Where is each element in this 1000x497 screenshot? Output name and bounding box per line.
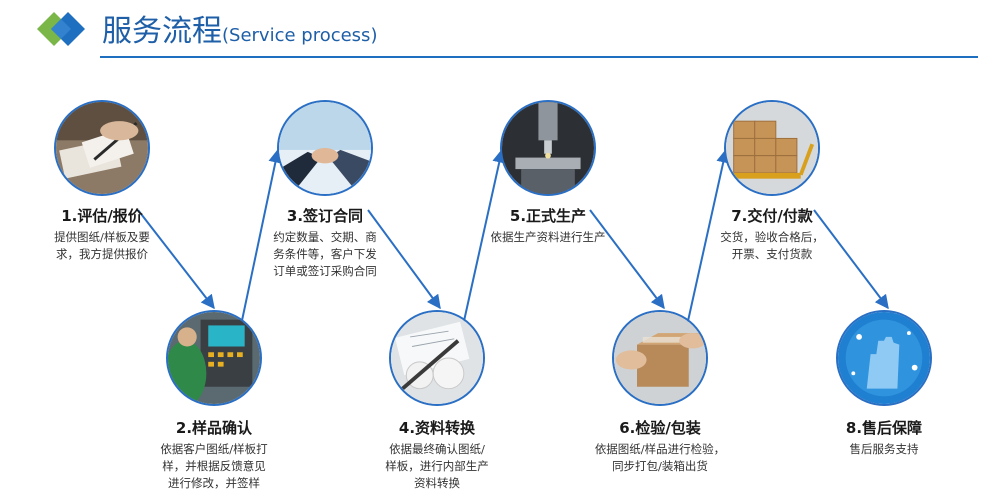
step-5-desc: 依据生产资料进行生产 [458, 229, 638, 246]
arrow-5-to-6 [589, 209, 665, 310]
step-4-label: 4.资料转换 [398, 419, 476, 437]
step-5-photo [500, 100, 596, 196]
step-1-desc: 提供图纸/样板及要 求，我方提供报价 [12, 229, 192, 263]
header-divider [100, 56, 978, 58]
step-3-desc-line-2: 务条件等，客户下发 [273, 247, 377, 261]
step-2-desc-line-1: 依据客户图纸/样板打 [160, 442, 268, 456]
step-1-desc-line-2: 求，我方提供报价 [56, 247, 148, 261]
step-5-label: 5.正式生产 [509, 207, 587, 225]
arrow-6-to-7 [685, 148, 731, 331]
page-title: 服务流程(Service process) [102, 12, 377, 56]
step-5-desc-line-1: 依据生产资料进行生产 [490, 230, 606, 244]
step-4-desc-line-1: 依据最终确认图纸/ [389, 442, 485, 456]
documents-pen-photo-icon [56, 102, 148, 194]
step-3-photo [277, 100, 373, 196]
arrow-1-to-2 [137, 209, 215, 310]
arrow-2-to-3 [239, 148, 283, 331]
step-2-photo [166, 310, 262, 406]
step-8-label: 8.售后保障 [845, 419, 923, 437]
step-6-label: 6.检验/包装 [619, 419, 701, 437]
step-4-photo [389, 310, 485, 406]
step-6-desc: 依据图纸/样品进行检验， 同步打包/装箱出货 [566, 441, 754, 475]
step-7-photo [724, 100, 820, 196]
step-6-desc-line-1: 依据图纸/样品进行检验， [594, 442, 726, 456]
step-3-desc-line-1: 约定数量、交期、商 [273, 230, 377, 244]
step-8-photo [836, 310, 932, 406]
step-1-desc-line-1: 提供图纸/样板及要 [54, 230, 150, 244]
packing-box-photo-icon [614, 312, 706, 404]
step-7-label: 7.交付/付款 [731, 207, 813, 225]
step-8-desc-line-1: 售后服务支持 [849, 442, 919, 456]
page-title-subtitle: (Service process) [222, 25, 378, 46]
arrow-7-to-8 [813, 209, 889, 310]
step-2-desc-line-2: 样，并根据反馈意见 [162, 459, 266, 473]
arrow-3-to-4 [367, 209, 441, 310]
page-title-main: 服务流程 [102, 14, 222, 49]
logo-icon [37, 12, 85, 46]
digital-hand-photo-icon [838, 312, 930, 404]
step-2-desc-line-3: 进行修改，并签样 [168, 476, 260, 490]
step-7-desc: 交货，验收合格后， 开票、支付货款 [682, 229, 862, 263]
step-2-desc: 依据客户图纸/样板打 样，并根据反馈意见 进行修改，并签样 [124, 441, 304, 492]
step-1-photo [54, 100, 150, 196]
step-7-desc-line-1: 交货，验收合格后， [720, 230, 824, 244]
step-1-label: 1.评估/报价 [61, 207, 143, 225]
step-2-label: 2.样品确认 [175, 419, 253, 437]
cnc-control-panel-photo-icon [168, 312, 260, 404]
step-3-desc-line-3: 订单或签订采购合同 [273, 264, 377, 278]
step-3-label: 3.签订合同 [286, 207, 364, 225]
header: 服务流程(Service process) [0, 0, 1000, 62]
pallet-truck-boxes-photo-icon [726, 102, 818, 194]
blueprints-photo-icon [391, 312, 483, 404]
step-6-desc-line-2: 同步打包/装箱出货 [612, 459, 708, 473]
step-3-desc: 约定数量、交期、商 务条件等，客户下发 订单或签订采购合同 [235, 229, 415, 280]
step-6-photo [612, 310, 708, 406]
step-4-desc: 依据最终确认图纸/ 样板，进行内部生产 资料转换 [347, 441, 527, 492]
handshake-photo-icon [279, 102, 371, 194]
step-7-desc-line-2: 开票、支付货款 [731, 247, 813, 261]
step-4-desc-line-3: 资料转换 [414, 476, 460, 490]
step-4-desc-line-2: 样板，进行内部生产 [385, 459, 489, 473]
cnc-machining-photo-icon [502, 102, 594, 194]
arrow-4-to-5 [461, 148, 507, 331]
step-8-desc: 售后服务支持 [794, 441, 974, 458]
